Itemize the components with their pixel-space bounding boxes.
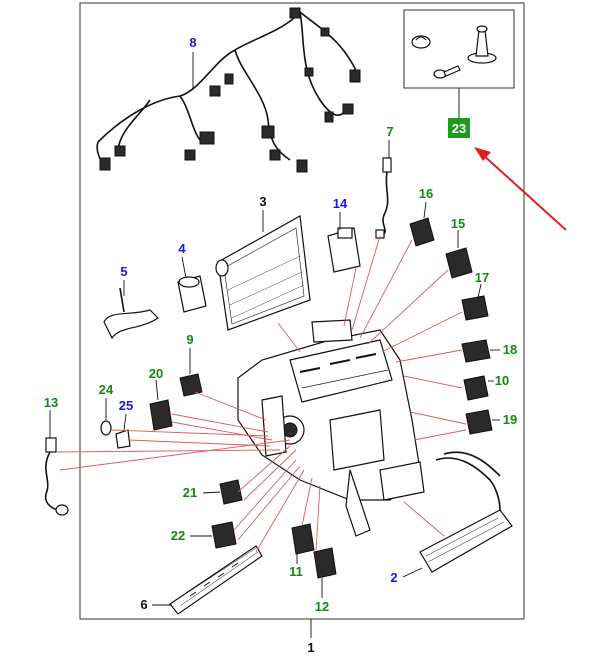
screw-part [433, 65, 461, 79]
callout-14: 14 [333, 196, 348, 211]
clip-25-part [115, 429, 131, 449]
expansion-valve-part [177, 275, 207, 313]
wiring-harness-part [96, 7, 361, 173]
clip-nut-part [411, 35, 431, 49]
actuator-17-part [461, 295, 489, 321]
actuator-11-part [291, 523, 315, 555]
actuator-20-part [149, 399, 173, 431]
leader-2 [402, 567, 423, 578]
actuator-22-part [211, 521, 237, 549]
callout-12: 12 [315, 599, 329, 614]
callout-23: 23 [452, 121, 466, 136]
callout-24: 24 [99, 382, 114, 397]
actuator-19-part [465, 409, 493, 435]
diagram-frame [79, 2, 525, 620]
callout-22: 22 [171, 528, 185, 543]
evaporator-part [215, 215, 311, 331]
leader-16 [423, 201, 427, 219]
highlight-arrow [474, 147, 567, 231]
leader-4 [181, 256, 187, 279]
callout-15: 15 [451, 216, 465, 231]
callout-17: 17 [475, 270, 489, 285]
callout-1: 1 [307, 640, 314, 655]
actuator-15-part [445, 247, 473, 279]
push-rivet-part [467, 25, 497, 64]
red-leader-lines [55, 235, 467, 553]
heater-core-part [419, 451, 513, 573]
callout-11: 11 [289, 564, 303, 579]
callout-19: 19 [503, 412, 517, 427]
callout-20: 20 [149, 366, 163, 381]
callout-7: 7 [386, 124, 393, 139]
callout-3: 3 [259, 194, 266, 209]
callout-8: 8 [189, 35, 196, 50]
callout-25: 25 [119, 398, 133, 413]
sensor-13-part [44, 437, 69, 516]
actuator-12-part [313, 547, 337, 579]
leader-20 [155, 379, 159, 401]
callout-5: 5 [120, 264, 127, 279]
callout-23-badge [448, 118, 470, 138]
callout-6: 6 [140, 597, 147, 612]
leader-17 [477, 283, 482, 299]
actuator-18-part [461, 339, 491, 363]
callout-16: 16 [419, 186, 433, 201]
callout-2: 2 [390, 570, 397, 585]
callout-21: 21 [183, 485, 197, 500]
leader-21 [202, 491, 221, 494]
callout-10: 10 [495, 373, 509, 388]
callout-18: 18 [503, 342, 517, 357]
hvac-housing-part [237, 319, 425, 537]
actuator-9-part [179, 373, 203, 397]
actuator-21-part [219, 479, 243, 505]
callout-9: 9 [186, 332, 193, 347]
clip-24-part [100, 420, 112, 436]
filter-part [169, 545, 263, 615]
callout-4: 4 [178, 241, 186, 256]
pipe-part [103, 287, 159, 340]
leader-25 [123, 413, 127, 431]
actuator-10-part [463, 375, 489, 401]
fastener-inset [403, 9, 515, 89]
callout-13: 13 [44, 395, 58, 410]
actuator-14-part [327, 227, 361, 273]
temperature-sensor-part [375, 157, 392, 239]
actuator-16-part [409, 217, 435, 247]
